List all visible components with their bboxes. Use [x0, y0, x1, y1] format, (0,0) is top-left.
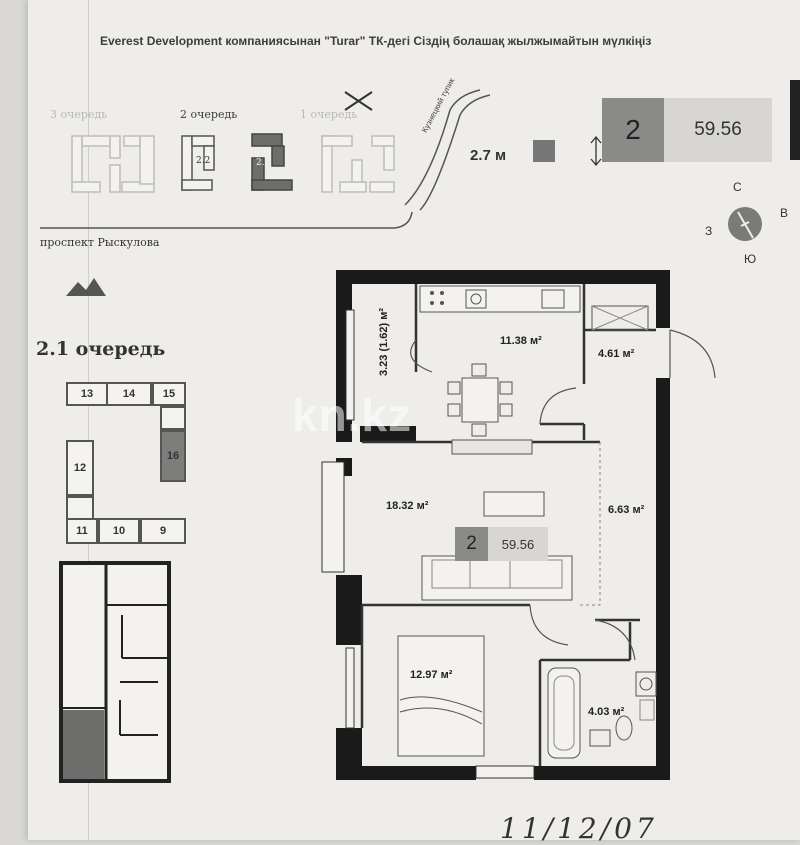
room-corridor-area: 6.63 м²: [608, 504, 645, 516]
height-swatch: [533, 140, 555, 162]
floor-key-plan: [59, 561, 171, 783]
compass-north: С: [733, 180, 742, 194]
block-15: 15: [152, 382, 186, 406]
cross-mark: [344, 91, 373, 111]
edge-mark: [790, 80, 800, 160]
queue-3-blocks: [71, 135, 155, 193]
queue-1-label: 1 очередь: [300, 108, 358, 121]
main-street-line: [40, 211, 413, 229]
block-11: 11: [66, 518, 98, 544]
handwritten-note: 11/12/07: [500, 812, 658, 845]
watermark: kn.kz: [292, 389, 413, 441]
room-storage-area: 3.23 (1.62) м²: [378, 307, 390, 376]
highlighted-unit: [63, 710, 104, 779]
block-10: 10: [98, 518, 140, 544]
rooms-badge: 2: [602, 98, 664, 162]
queue-2-label: 2 очередь: [180, 108, 238, 121]
queue-2-blocks: [181, 135, 215, 191]
block-15b: [160, 406, 186, 430]
block-2-2-label: 2.2: [196, 156, 211, 166]
mountain-icon: [66, 278, 106, 296]
ceiling-height: 2.7 м: [470, 147, 507, 164]
room-kitchen-area: 11.38 м²: [500, 335, 542, 347]
compass-south: Ю: [744, 252, 757, 266]
plan-area-badge: 59.56: [488, 527, 548, 561]
area-badge: 59.56: [664, 98, 772, 162]
block-14: 14: [106, 382, 152, 406]
room-living-area: 18.32 м²: [386, 500, 429, 512]
queue-2-1-blocks: [251, 133, 293, 191]
compass-east: В: [780, 206, 789, 220]
queue-3-label: 3 очередь: [50, 108, 108, 121]
room-bath-area: 4.03 м²: [588, 706, 625, 718]
queue-1-blocks: [321, 135, 395, 193]
side-street-line: [404, 89, 481, 206]
compass-west: З: [705, 224, 713, 238]
block-13: 13: [66, 382, 108, 406]
phase-title: 2.1 очередь: [36, 338, 166, 360]
block-12: 12: [66, 440, 94, 496]
margin-line: [88, 0, 89, 840]
room-bedroom-area: 12.97 м²: [410, 669, 453, 681]
block-16: 16: [160, 430, 186, 482]
height-arrow-icon: [590, 135, 602, 167]
plan-rooms-badge: 2: [455, 527, 488, 561]
block-2-1-label: 2.1: [256, 158, 271, 168]
room-hall-area: 4.61 м²: [598, 348, 635, 360]
block-9: 9: [140, 518, 186, 544]
document-header: Everest Development компаниясынан "Turar…: [100, 34, 652, 48]
main-street-label: проспект Рыскулова: [40, 236, 160, 249]
